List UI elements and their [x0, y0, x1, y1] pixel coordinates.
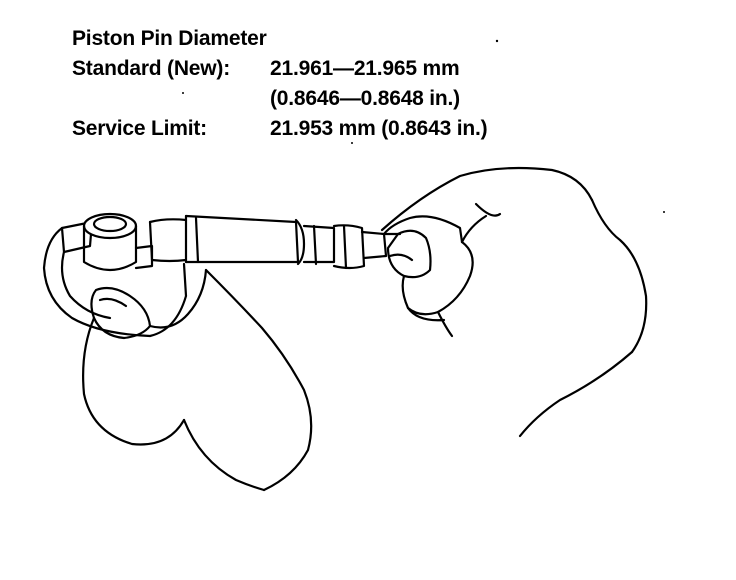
standard-value-metric: 21.961—21.965 mm — [270, 57, 460, 80]
print-specks — [182, 39, 665, 213]
specification-block: Piston Pin Diameter Standard (New): 21.9… — [72, 24, 488, 144]
left-hand — [82, 268, 313, 492]
service-limit-row: Service Limit: 21.953 mm (0.8643 in.) — [72, 114, 488, 144]
service-limit-value: 21.953 mm (0.8643 in.) — [270, 117, 488, 140]
right-hand — [380, 166, 648, 438]
micrometer-frame — [42, 220, 188, 338]
standard-imperial-row: (0.8646—0.8648 in.) — [72, 84, 487, 114]
micrometer-sleeve — [148, 214, 402, 270]
spec-heading: Piston Pin Diameter — [72, 27, 267, 50]
standard-value-imperial: (0.8646—0.8648 in.) — [270, 87, 460, 110]
service-limit-label: Service Limit: — [72, 117, 207, 140]
standard-label: Standard (New): — [72, 57, 231, 80]
standard-spec-row: Standard (New): 21.961—21.965 mm — [72, 54, 487, 84]
micrometer-anvil — [82, 212, 154, 272]
